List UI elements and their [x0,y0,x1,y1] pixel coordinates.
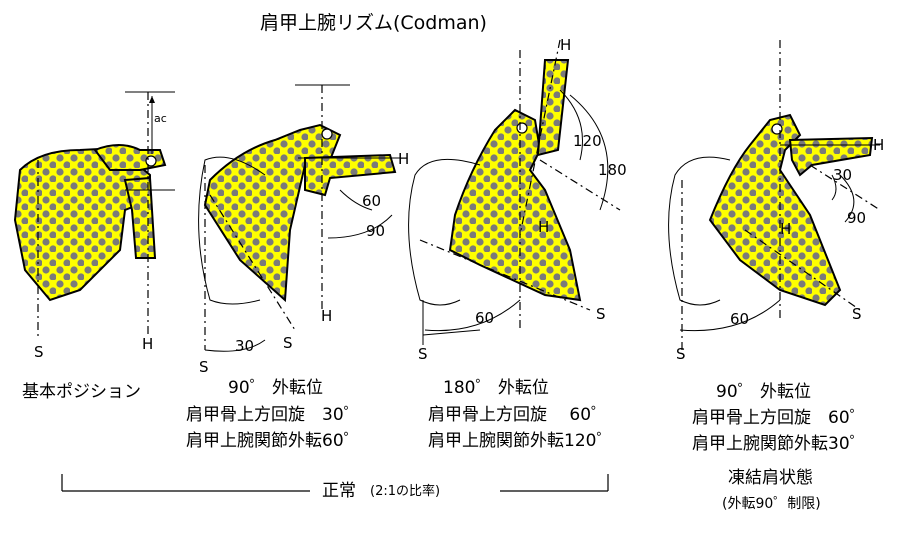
fig1-label-s: S [34,343,44,361]
fig4-angle-60: 60 [730,310,750,328]
fig3-label-h2: H [538,218,550,236]
fig4-angle-90: 90 [847,209,867,227]
fig3-angle-120: 120 [573,132,602,150]
fig3-label-s2: S [596,305,606,323]
fig2-label-s2: S [283,334,293,352]
fig4-angle-30: 30 [833,166,853,184]
fig4-caption-line-2: 肩甲骨上方回旋 60゜ [692,408,867,428]
frozen-shoulder-label: 凍結肩状態 [728,468,813,488]
fig2-caption-line-1: 90゜ 外転位 [228,378,324,398]
normal-bracket [61,474,609,492]
scapula-shape [448,108,582,302]
humerus-shape [536,59,570,157]
fig4-label-h2: H [780,220,792,238]
fig3-label-h: H [560,36,572,54]
fig3-angle-180: 180 [598,161,627,179]
fig1-caption-line-1: 基本ポジション [22,382,141,402]
figure-90-frozen [668,40,881,350]
fig4-caption-line-3: 肩甲上腕関節外転30゜ [692,434,867,454]
humerus-shape [788,136,874,177]
fig1-label-h: H [142,335,154,353]
fig3-angle-60: 60 [475,309,495,327]
fig3-caption-line-1: 180゜ 外転位 [443,378,549,398]
fig3-caption-line-2: 肩甲骨上方回旋 60゜ [428,405,609,425]
scapula-shape [203,123,342,303]
figure-90-normal [198,84,400,352]
figure-basic-position [13,91,175,340]
fig4-label-h: H [873,136,885,154]
normal-label: 正常 [322,481,356,501]
figure-180-normal [408,39,621,345]
fig2-angle-60: 60 [362,192,382,210]
fig2-caption-line-3: 肩甲上腕関節外転60゜ [186,431,361,451]
normal-ratio-note: (2:1の比率) [370,484,441,499]
scapula-shape [13,146,151,302]
fig2-caption-line-2: 肩甲骨上方回旋 30゜ [186,405,361,425]
fig4-caption-line-1: 90゜ 外転位 [716,382,812,402]
fig3-caption-line-3: 肩甲上腕関節外転120゜ [428,431,614,451]
scapula-shape [708,113,842,307]
fig2-label-h2: H [398,150,410,168]
fig4-label-s2: S [852,305,862,323]
fig3-label-s: S [418,345,428,363]
fig2-label-s: S [199,358,209,376]
fig1-label-ac: ac [154,112,167,125]
fig2-angle-90: 90 [366,222,386,240]
fig2-label-h: H [321,307,333,325]
fig4-label-s: S [676,345,686,363]
diagram-title: 肩甲上腕リズム(Codman) [260,12,487,34]
frozen-shoulder-note: (外転90゜制限) [722,496,821,512]
fig2-angle-30: 30 [235,337,255,355]
humerus-shape [304,153,397,197]
